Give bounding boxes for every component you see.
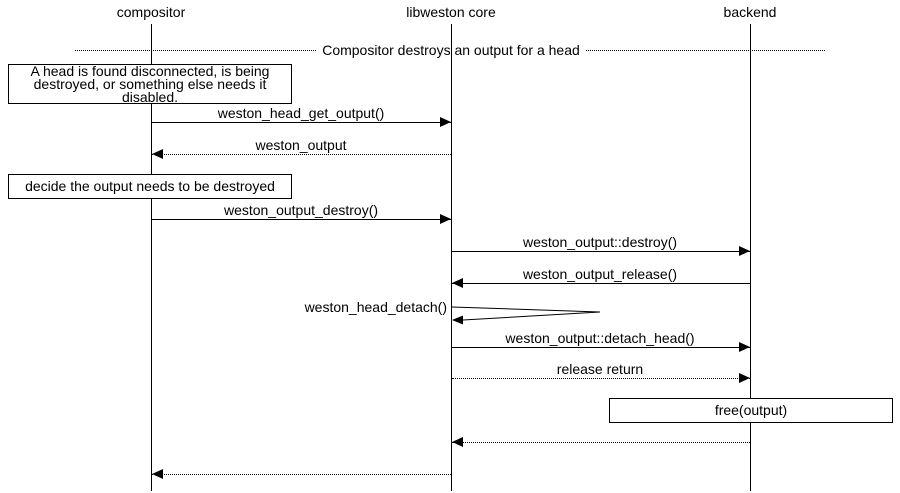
actor-label-libweston-core: libweston core bbox=[406, 4, 496, 20]
arrowhead-left-icon bbox=[452, 278, 463, 288]
message-label-weston-head-detach: weston_head_detach() bbox=[304, 299, 447, 315]
arrowhead-left-icon bbox=[452, 437, 463, 447]
message-label-weston-head-get-output: weston_head_get_output() bbox=[217, 105, 385, 121]
note-free-output: free(output) bbox=[609, 398, 893, 423]
message-line-weston-output-destroy bbox=[152, 219, 451, 220]
message-line-return-to-compositor bbox=[152, 474, 451, 475]
divider-title: Compositor destroys an output for a head bbox=[322, 42, 580, 58]
message-label-weston-output-release: weston_output_release() bbox=[522, 266, 678, 282]
actor-label-backend: backend bbox=[723, 4, 777, 20]
message-line-weston-output bbox=[152, 154, 451, 155]
note-head-disconnected: A head is found disconnected, is being d… bbox=[8, 64, 292, 104]
divider-line-right bbox=[586, 50, 825, 51]
arrowhead-right-icon bbox=[440, 117, 451, 127]
arrowhead-right-icon bbox=[739, 342, 750, 352]
message-line-release-return bbox=[452, 378, 750, 379]
message-line-weston-output-release bbox=[452, 283, 750, 284]
arrowhead-right-icon bbox=[739, 246, 750, 256]
message-line-return-to-core bbox=[452, 442, 750, 443]
message-line-weston-head-get-output bbox=[152, 122, 451, 123]
arrowhead-left-icon bbox=[152, 149, 163, 159]
actor-label-compositor: compositor bbox=[116, 4, 186, 20]
message-line-weston-output-destroy-vfunc bbox=[452, 251, 750, 252]
arrowhead-right-icon bbox=[739, 373, 750, 383]
lifeline-libweston-core bbox=[451, 24, 452, 491]
message-label-weston-output-destroy: weston_output_destroy() bbox=[223, 202, 379, 218]
lifeline-backend bbox=[750, 24, 751, 491]
message-label-weston-output: weston_output bbox=[255, 137, 347, 153]
note-decide-output-destroyed: decide the output needs to be destroyed bbox=[8, 174, 292, 199]
message-label-weston-output-destroy-vfunc: weston_output::destroy() bbox=[522, 234, 678, 250]
message-label-release-return: release return bbox=[556, 361, 644, 377]
message-label-weston-output-detach-head: weston_output::detach_head() bbox=[505, 330, 695, 346]
self-message-loop-weston-head-detach bbox=[451, 306, 601, 325]
lifeline-compositor bbox=[151, 24, 152, 491]
arrowhead-right-icon bbox=[440, 214, 451, 224]
arrowhead-left-icon bbox=[152, 469, 163, 479]
arrowhead-left-icon bbox=[452, 315, 463, 325]
divider-line-left bbox=[75, 50, 316, 51]
message-line-weston-output-detach-head bbox=[452, 347, 750, 348]
